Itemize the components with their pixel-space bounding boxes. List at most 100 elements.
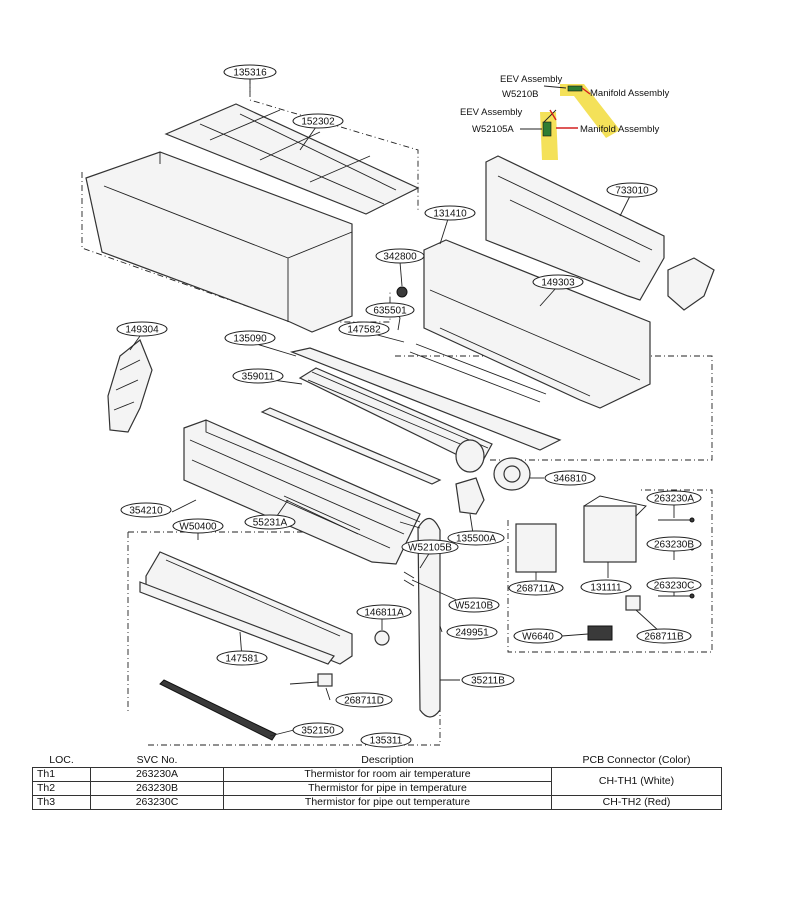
svg-text:W50400: W50400	[179, 522, 217, 533]
svg-text:152302: 152302	[301, 117, 335, 128]
front-panel	[85, 151, 353, 333]
svg-text:W52105B: W52105B	[408, 543, 452, 554]
callout-w5210b-lower: W5210B	[448, 597, 500, 613]
callout-135500a: 135500A	[447, 530, 505, 546]
label-eev-assembly-2: EEV Assembly	[460, 107, 523, 118]
svg-text:346810: 346810	[553, 474, 587, 485]
callout-263230a: 263230A	[646, 490, 702, 506]
callout-147581: 147581	[216, 650, 268, 666]
callout-146811a: 146811A	[356, 604, 412, 620]
svg-text:146811A: 146811A	[364, 608, 404, 619]
svg-text:131410: 131410	[433, 209, 467, 220]
callout-55231a: 55231A	[244, 514, 296, 530]
arrow-red-3	[549, 109, 557, 121]
svg-text:135090: 135090	[233, 334, 267, 345]
callout-359011: 359011	[232, 368, 284, 384]
callout-group: 135316 152302 131410 733010 342800 14930…	[116, 64, 702, 748]
svg-text:268711B: 268711B	[644, 632, 684, 643]
callout-131111: 131111	[580, 579, 632, 595]
connector-th1: CH-TH1 (White)	[551, 767, 722, 796]
arrow-red-1	[581, 87, 591, 95]
eev-block-lower	[542, 121, 552, 137]
knob-146811a	[374, 630, 390, 646]
svg-text:733010: 733010	[615, 186, 649, 197]
callout-w6640: W6640	[513, 628, 563, 644]
label-manifold-assembly-2: Manifold Assembly	[580, 124, 659, 135]
svg-text:635501: 635501	[373, 306, 407, 317]
callout-35211b: 35211B	[461, 672, 515, 688]
svg-text:359011: 359011	[242, 372, 275, 383]
evaporator	[183, 419, 421, 565]
bottom-cover	[139, 581, 335, 665]
callout-268711b: 268711B	[636, 628, 692, 644]
col-desc: Description	[223, 754, 552, 768]
svg-text:268711D: 268711D	[344, 696, 384, 707]
svg-text:35211B: 35211B	[471, 676, 505, 687]
connector-w6640	[587, 625, 613, 641]
svg-text:W5210B: W5210B	[455, 601, 494, 612]
svg-text:263230C: 263230C	[654, 581, 695, 592]
label-w52105a: W52105A	[472, 124, 514, 135]
svg-text:352150: 352150	[301, 726, 335, 737]
callout-342800: 342800	[375, 248, 425, 264]
motor-cover	[455, 477, 485, 515]
svg-text:354210: 354210	[129, 506, 163, 517]
callout-733010: 733010	[606, 182, 658, 198]
callout-263230b: 263230B	[646, 536, 702, 552]
svg-text:149304: 149304	[125, 325, 159, 336]
svg-text:W6640: W6640	[522, 632, 554, 643]
piping-35211b	[417, 517, 441, 718]
callout-149304: 149304	[116, 321, 168, 337]
svg-text:135316: 135316	[233, 68, 267, 79]
chassis	[423, 239, 651, 409]
pipe-highlight-upper	[560, 84, 620, 138]
callout-135316: 135316	[223, 64, 277, 80]
label-eev-assembly-1: EEV Assembly	[500, 74, 563, 85]
svg-text:55231A: 55231A	[253, 518, 288, 529]
label-manifold-assembly-1: Manifold Assembly	[590, 88, 669, 99]
svg-text:135500A: 135500A	[456, 534, 496, 545]
table-row: Th2 263230B Thermistor for pipe in tempe…	[32, 781, 722, 796]
callout-346810: 346810	[544, 470, 596, 486]
label-w5210b-top: W5210B	[502, 89, 538, 100]
callout-263230c: 263230C	[646, 577, 702, 593]
eev-block-upper	[567, 85, 583, 92]
boundary-evap	[127, 531, 392, 712]
side-bracket	[107, 339, 153, 433]
callout-135090: 135090	[224, 330, 276, 346]
col-connector: PCB Connector (Color)	[551, 754, 722, 768]
thermistor-table: LOC. SVC No. Description PCB Connector (…	[32, 754, 722, 810]
callout-149303: 149303	[532, 274, 584, 290]
callout-w52105b: W52105B	[401, 539, 459, 555]
callout-635501: 635501	[365, 302, 415, 318]
svg-text:263230B: 263230B	[654, 540, 694, 551]
pcb-131111	[583, 505, 637, 563]
svg-text:263230A: 263230A	[654, 494, 694, 505]
col-loc: LOC.	[32, 754, 91, 768]
callout-268711d: 268711D	[335, 692, 393, 708]
drain-hose	[159, 679, 277, 741]
svg-text:342800: 342800	[383, 252, 417, 263]
svg-text:135311: 135311	[370, 736, 403, 747]
callout-152302: 152302	[292, 113, 344, 129]
drain-pan	[145, 551, 353, 665]
table-header-row: LOC. SVC No. Description PCB Connector (…	[32, 754, 722, 768]
callout-249951: 249951	[446, 624, 498, 640]
louver-blades	[409, 343, 547, 403]
svg-text:149303: 149303	[541, 278, 575, 289]
svg-text:268711A: 268711A	[516, 584, 556, 595]
pcb-268711a	[515, 523, 557, 573]
callout-135311: 135311	[360, 732, 412, 748]
callout-131410: 131410	[424, 205, 476, 221]
callout-147582: 147582	[338, 321, 390, 337]
svg-text:249951: 249951	[455, 628, 489, 639]
boundary-pcb	[507, 489, 713, 653]
connector-th2: CH-TH2 (Red)	[551, 795, 722, 810]
callout-w50400: W50400	[172, 518, 224, 534]
motor-cap	[396, 286, 408, 298]
callout-352150: 352150	[292, 722, 344, 738]
bracket-side	[667, 257, 715, 311]
svg-text:147582: 147582	[347, 325, 381, 336]
table-row: Th1 263230A Thermistor for room air temp…	[32, 767, 722, 796]
